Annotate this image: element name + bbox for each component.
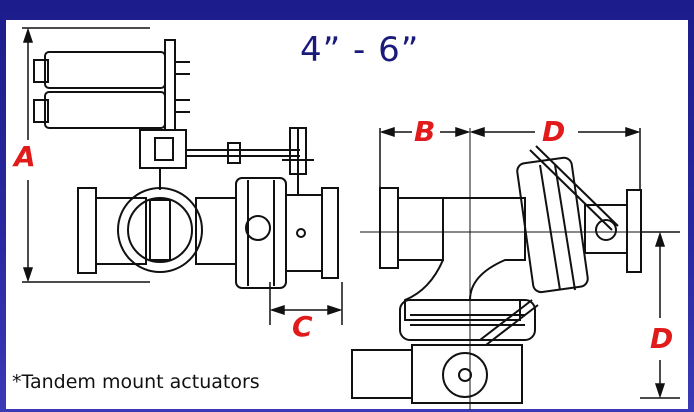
dimension-label-d-top: D: [542, 115, 566, 148]
dimension-lines: [22, 27, 680, 399]
diagram-panel: [6, 20, 688, 409]
dimension-label-a: A: [14, 140, 36, 173]
dimension-label-c: C: [292, 310, 313, 343]
left-valve-view: [33, 39, 339, 289]
dimension-label-d-right: D: [650, 322, 674, 355]
right-valve-view: [351, 145, 642, 404]
tandem-note: *Tandem mount actuators: [12, 371, 260, 393]
dimension-label-b: B: [414, 115, 436, 148]
size-title: 4” - 6”: [300, 30, 420, 70]
